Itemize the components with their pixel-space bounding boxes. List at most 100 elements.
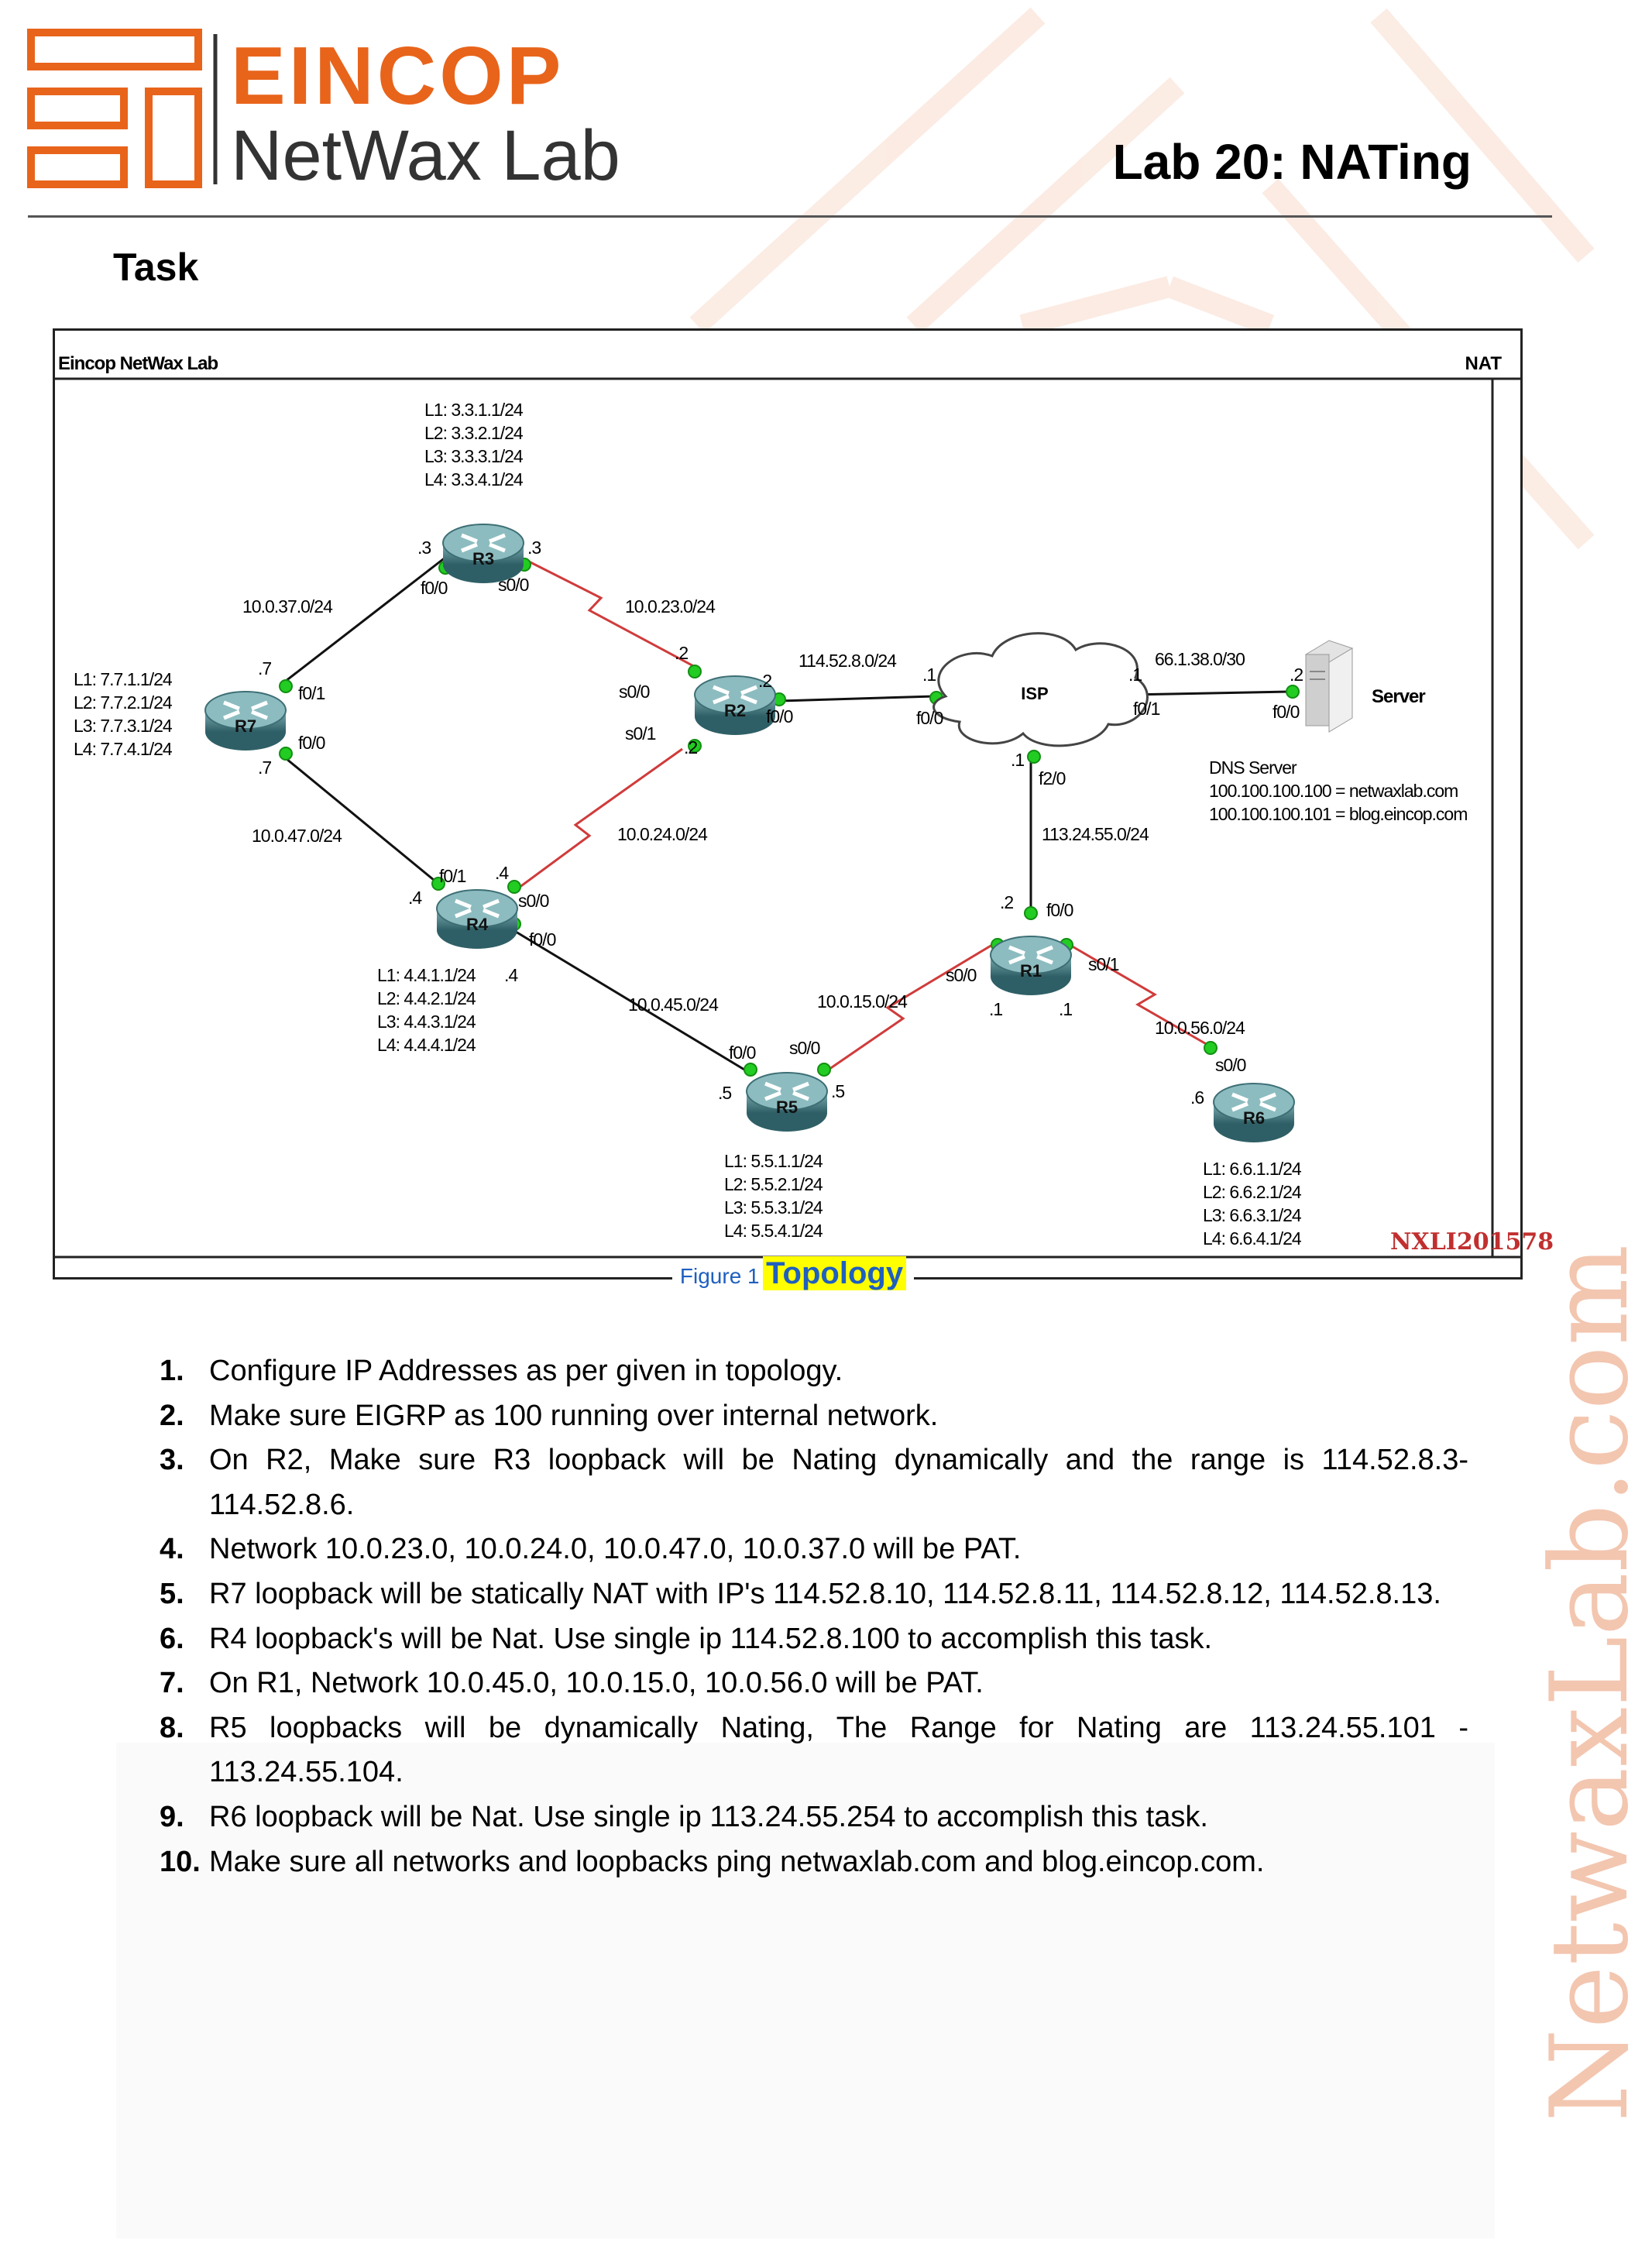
interface-label: f0/1 (439, 866, 466, 886)
interface-label: .2 (675, 643, 688, 663)
task-text: Configure IP Addresses as per given in t… (209, 1355, 843, 1387)
loopback-label: L2: 7.7.2.1/24 (74, 692, 173, 713)
task-list: 1.Configure IP Addresses as per given in… (160, 1349, 1468, 1884)
task-item: 10.Make sure all networks and loopbacks … (160, 1840, 1468, 1885)
router-r5-label: R5 (776, 1097, 798, 1117)
interface-label: f0/0 (298, 733, 325, 753)
task-number: 4. (160, 1533, 184, 1566)
network-label: 114.52.8.0/24 (799, 651, 897, 671)
interface-label: .7 (258, 658, 271, 678)
network-labels: 10.0.37.0/24 10.0.23.0/24 114.52.8.0/24 … (242, 596, 1246, 1038)
network-label: 10.0.37.0/24 (242, 596, 333, 617)
interface-label: .1 (1011, 750, 1024, 770)
figure-title: Topology (763, 1256, 907, 1290)
dns-title: DNS Server (1209, 757, 1297, 778)
network-label: 10.0.56.0/24 (1155, 1018, 1245, 1038)
loopback-label: L2: 6.6.2.1/24 (1203, 1182, 1302, 1202)
interface-label: .1 (989, 999, 1002, 1019)
task-text: Make sure all networks and loopbacks pin… (209, 1845, 1265, 1878)
loopback-label: L1: 5.5.1.1/24 (724, 1151, 823, 1171)
interface-label: f0/0 (916, 708, 943, 728)
interface-label: f2/0 (1039, 768, 1066, 788)
task-text: R4 loopback's will be Nat. Use single ip… (209, 1622, 1213, 1655)
task-number: 6. (160, 1622, 184, 1655)
dns-entry-1: 100.100.100.100 = netwaxlab.com (1209, 781, 1458, 801)
background-decoration (689, 7, 1595, 550)
loopback-label: L3: 7.7.3.1/24 (74, 716, 173, 736)
loopback-label: L3: 4.4.3.1/24 (377, 1012, 476, 1032)
header-divider (28, 215, 1552, 218)
interface-label: s0/1 (1088, 954, 1119, 974)
interface-label: .4 (495, 863, 509, 883)
task-number: 10. (160, 1845, 201, 1878)
router-r6-label: R6 (1243, 1108, 1265, 1128)
task-heading: Task (113, 246, 199, 289)
link-r5-r1 (821, 941, 997, 1076)
loopback-label: L3: 3.3.3.1/24 (424, 446, 524, 466)
interface-label: .1 (922, 665, 936, 685)
interface-label: .6 (1190, 1087, 1204, 1108)
task-text: On R2, Make sure R3 loopback will be Nat… (209, 1444, 1468, 1521)
task-item: 1.Configure IP Addresses as per given in… (160, 1349, 1468, 1394)
router-r3: R3 (443, 524, 524, 583)
ethernet-links (281, 555, 1291, 1076)
router-r5: R5 (747, 1073, 827, 1132)
task-number: 5. (160, 1577, 184, 1610)
interface-label: f0/0 (766, 706, 793, 726)
interface-label: .5 (831, 1081, 844, 1101)
link-r7-r3 (281, 555, 447, 685)
link-r7-r4 (281, 754, 439, 885)
router-r4-label: R4 (466, 915, 489, 934)
interface-label: .4 (504, 965, 518, 985)
interface-label: f0/0 (1046, 900, 1073, 920)
brand-bottom-text: NetWax Lab (231, 116, 620, 195)
figure-label: Figure 1 (679, 1264, 760, 1288)
loopback-label: L1: 4.4.1.1/24 (377, 965, 476, 985)
task-number: 2. (160, 1399, 184, 1432)
task-text: R7 loopback will be statically NAT with … (209, 1577, 1441, 1610)
link-r2-isp (778, 695, 935, 702)
link-isp-server (1128, 690, 1291, 696)
router-r1-label: R1 (1020, 961, 1042, 981)
link-r1-r6 (1065, 941, 1210, 1047)
logo-mark (27, 29, 202, 188)
link-r4-r2 (515, 747, 683, 891)
loopback-label: L4: 3.3.4.1/24 (424, 469, 524, 489)
task-item: 3. On R2, Make sure R3 loopback will be N… (160, 1438, 1468, 1527)
interface-label: f0/1 (298, 683, 325, 703)
task-number: 8. (160, 1711, 184, 1744)
network-label: 10.0.45.0/24 (628, 994, 719, 1015)
network-label: 10.0.24.0/24 (617, 824, 708, 844)
task-number: 3. (160, 1444, 184, 1477)
router-r3-label: R3 (472, 549, 494, 568)
network-label: 66.1.38.0/30 (1155, 649, 1245, 669)
interface-label: s0/0 (1215, 1055, 1246, 1075)
link-r4-r5 (515, 930, 753, 1076)
loopback-label: L3: 6.6.3.1/24 (1203, 1205, 1302, 1225)
serial-links (515, 555, 1210, 1076)
loopback-label: L4: 5.5.4.1/24 (724, 1221, 823, 1241)
interface-label: .5 (718, 1083, 731, 1103)
task-item: 4. Network 10.0.23.0, 10.0.24.0, 10.0.47.… (160, 1527, 1468, 1572)
r5-loopbacks: L1: 5.5.1.1/24 L2: 5.5.2.1/24 L3: 5.5.3.… (724, 1151, 824, 1241)
brand-top-text: EINCOP (231, 30, 564, 122)
interface-label: .7 (258, 757, 271, 778)
interface-label: .2 (1000, 892, 1013, 912)
router-r1: R1 (991, 936, 1071, 995)
loopback-label: L2: 4.4.2.1/24 (377, 988, 476, 1008)
network-label: 10.0.15.0/24 (817, 991, 908, 1012)
task-item: 6. R4 loopback's will be Nat. Use single … (160, 1617, 1468, 1662)
task-item: 7. On R1, Network 10.0.45.0, 10.0.15.0, 1… (160, 1661, 1468, 1706)
r3-loopbacks: L1: 3.3.1.1/24 L2: 3.3.2.1/24 L3: 3.3.3.… (424, 400, 524, 489)
interface-label: .3 (527, 538, 541, 558)
router-r4: R4 (437, 890, 517, 949)
interface-label: .2 (1290, 665, 1303, 685)
router-r6: R6 (1214, 1084, 1294, 1142)
router-r7-label: R7 (235, 716, 256, 736)
task-number: 7. (160, 1667, 184, 1700)
task-text: Network 10.0.23.0, 10.0.24.0, 10.0.47.0,… (209, 1533, 1022, 1566)
interface-label: s0/0 (789, 1038, 820, 1058)
task-text: On R1, Network 10.0.45.0, 10.0.15.0, 10.… (209, 1667, 984, 1700)
router-r2-label: R2 (724, 701, 746, 720)
router-r2: R2 (695, 676, 775, 735)
